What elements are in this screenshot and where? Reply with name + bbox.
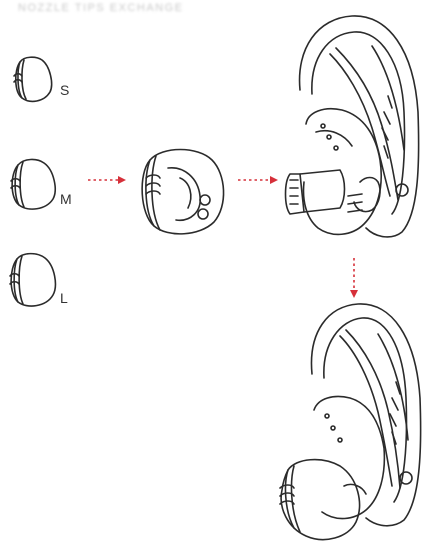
arrowhead-1 [118, 176, 126, 184]
arrowhead-2 [270, 176, 278, 184]
ear-tip-small-icon [14, 57, 52, 101]
earbud-with-tip-icon [280, 304, 421, 540]
ear-tip-medium-icon [11, 159, 55, 209]
arrowhead-3 [350, 290, 358, 298]
step-arrows [88, 180, 354, 290]
ear-tip-large-icon [10, 254, 55, 306]
earbud-module-icon [142, 150, 223, 234]
earbud-with-nozzle-icon [286, 16, 419, 237]
